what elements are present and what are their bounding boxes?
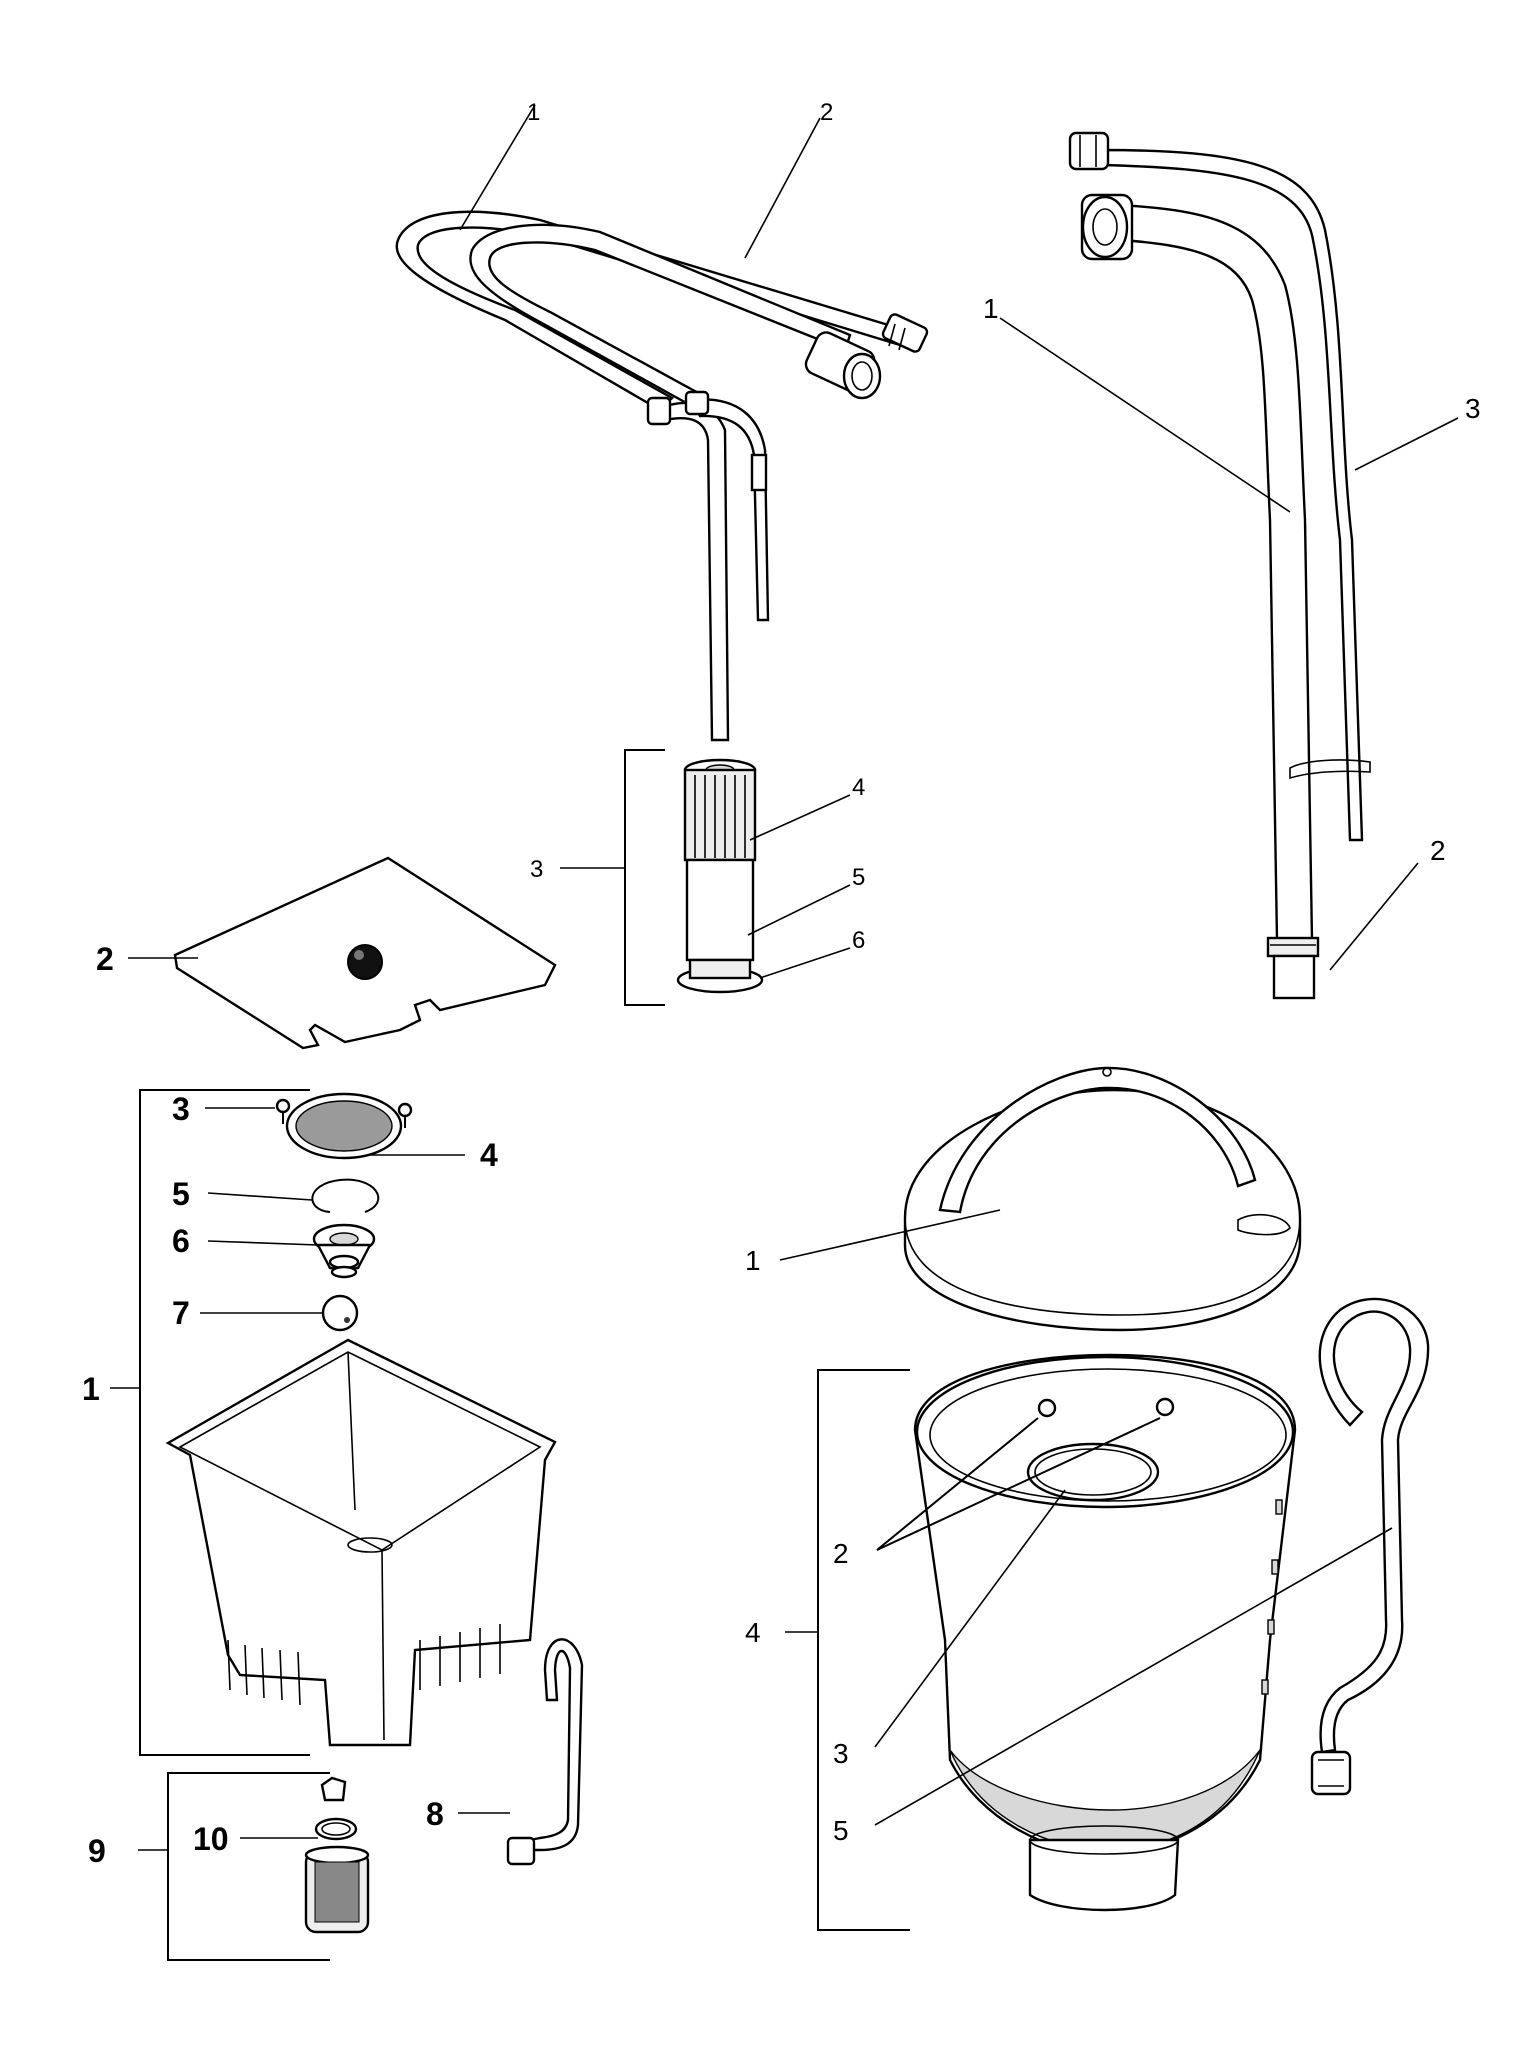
hose-assembly-callouts: 1 2 3 4 5 6 [459, 99, 865, 1006]
hopper-assembly [903, 1066, 1430, 1912]
side-pipe [687, 398, 770, 622]
hose-assembly [395, 210, 929, 994]
callout-oring-10: 10 [193, 1821, 229, 1857]
hose-2-fitting [804, 331, 882, 400]
bowl-screw-left [1037, 1398, 1057, 1418]
hopper-tube [1318, 1297, 1430, 1754]
callout-ball-7: 7 [172, 1295, 190, 1331]
tube-assembly-callouts: 1 3 2 [983, 293, 1481, 971]
tube-cap [1266, 936, 1320, 958]
callout-part-6: 6 [852, 927, 865, 954]
callout-tube-8: 8 [426, 1796, 444, 1832]
callout-tube-3: 3 [1465, 393, 1481, 424]
hopper-callouts: 1 4 2 3 5 [745, 1209, 1393, 1931]
callout-tube-1: 1 [983, 293, 999, 324]
callout-lid-2: 2 [96, 941, 114, 977]
callout-bracket-3: 3 [530, 856, 543, 883]
hopper-tube-fitting [1310, 1750, 1352, 1796]
hose-2 [469, 223, 852, 407]
tube-3-fitting [1068, 131, 1110, 171]
hopper-handle [938, 1066, 1257, 1214]
callout-hose-2: 2 [820, 99, 833, 126]
callout-cap-2: 2 [1430, 835, 1446, 866]
hopper-bowl [913, 1353, 1297, 1912]
callout-gasket-3: 3 [833, 1738, 849, 1769]
tube-1-fitting [1080, 193, 1134, 261]
callout-screws-2: 2 [833, 1538, 849, 1569]
callout-part-5: 5 [852, 864, 865, 891]
check-ball [321, 1294, 359, 1332]
callout-ring-5: 5 [172, 1176, 190, 1212]
callout-screen-4: 4 [480, 1137, 498, 1173]
retaining-ring [311, 1178, 380, 1213]
callout-screw-3: 3 [172, 1091, 190, 1127]
callout-hose-1: 1 [527, 99, 540, 126]
bin-box [165, 1338, 557, 1747]
hopper-cover [903, 1066, 1302, 1332]
lid-callout: 2 [96, 941, 198, 977]
bowl-screw-right [1155, 1397, 1175, 1417]
callout-bracket-9: 9 [88, 1833, 106, 1869]
valve-cone [312, 1223, 376, 1279]
screw-left [275, 1098, 291, 1124]
filter-sleeve [685, 858, 755, 962]
tube-clip [1289, 759, 1371, 780]
tube-1 [1118, 203, 1314, 942]
lid-knob [347, 944, 383, 980]
screw-right [397, 1102, 413, 1128]
filter-cylinder [676, 758, 764, 994]
bin-assembly [165, 1092, 584, 1934]
tube-3 [1098, 148, 1364, 842]
bracket-9-parts [304, 1776, 370, 1934]
tube-assembly [1068, 131, 1371, 1000]
callout-bracket-4: 4 [745, 1617, 761, 1648]
bin-tube [528, 1638, 584, 1852]
callout-bracket-1: 1 [82, 1371, 100, 1407]
lid-plate [173, 856, 557, 1050]
callout-valve-6: 6 [172, 1223, 190, 1259]
bin-assembly-callouts: 1 3 4 5 6 7 8 9 10 [82, 1089, 510, 1961]
hose-1-fitting [881, 313, 929, 353]
callout-cover-1: 1 [745, 1245, 761, 1276]
callout-part-4: 4 [852, 774, 865, 801]
callout-tube-5: 5 [833, 1815, 849, 1846]
vertical-pipe [652, 401, 730, 742]
hopper-gasket [1026, 1442, 1160, 1502]
